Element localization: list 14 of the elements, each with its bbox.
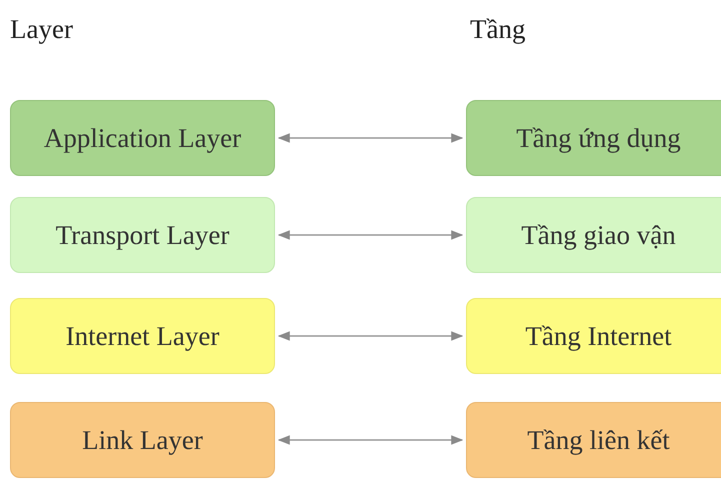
layer-box: Tầng Internet [466,298,721,374]
layer-box: Link Layer [10,402,275,478]
double-arrow [278,435,464,445]
column-heading: Tầng [470,14,526,45]
column-heading: Layer [10,14,73,45]
double-arrow [278,331,464,341]
layer-box: Tầng ứng dụng [466,100,721,176]
layer-box: Application Layer [10,100,275,176]
layer-box: Tầng giao vận [466,197,721,273]
double-arrow [278,133,464,143]
layer-box: Transport Layer [10,197,275,273]
layer-box: Tầng liên kết [466,402,721,478]
double-arrow [278,230,464,240]
layer-box: Internet Layer [10,298,275,374]
